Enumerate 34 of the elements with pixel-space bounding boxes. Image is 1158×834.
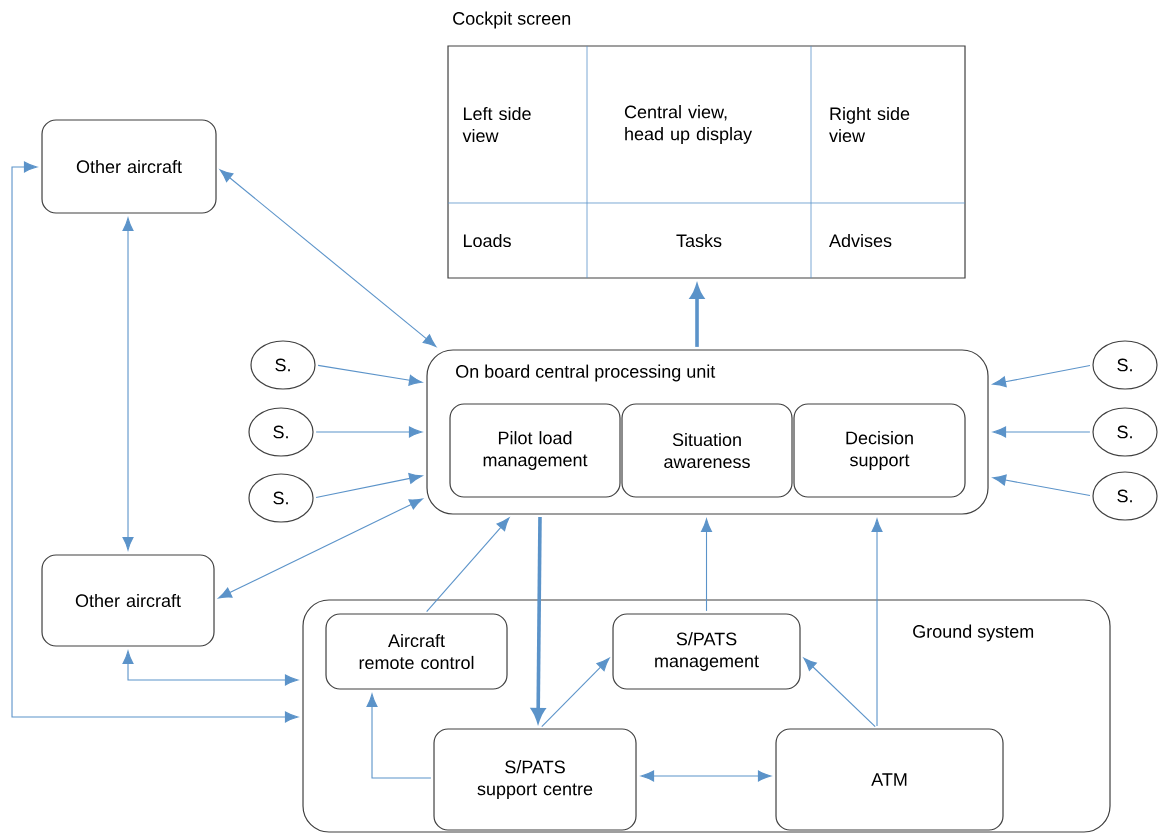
arrow [366, 693, 432, 779]
arrow [122, 650, 299, 686]
arrow [11, 161, 299, 723]
arrow [219, 169, 437, 347]
arrow [315, 472, 423, 499]
component-box: S/PATS support centre [433, 728, 637, 831]
module-box: Pilot load management [449, 403, 621, 498]
screen-cell: Loads [464, 233, 511, 248]
arrow [218, 498, 423, 599]
module-box: Decision support [793, 403, 966, 498]
component-box: Aircraft remote control [325, 613, 508, 690]
arrow [992, 426, 1091, 438]
component-box: ATM [775, 728, 1004, 831]
node-label: Cockpit screen [453, 11, 571, 29]
arrow [426, 517, 510, 613]
screen-cell: Left side view [462, 106, 531, 143]
aircraft-box: Other aircraft [41, 554, 215, 647]
arrow [317, 364, 423, 386]
arrow [122, 217, 134, 551]
arrow [992, 364, 1091, 388]
module-box: Situation awareness [621, 403, 793, 498]
arrow [640, 770, 772, 782]
screen-cell: Right side view [829, 106, 910, 143]
component-box: S/PATS management [612, 613, 801, 690]
arrow [992, 474, 1091, 497]
aircraft-box: Other aircraft [41, 119, 217, 214]
arrow [541, 657, 610, 728]
screen-cell: Tasks [676, 233, 722, 248]
screen-cell: Central view, head up display [624, 105, 753, 144]
screen-cell: Advises [829, 233, 892, 248]
arrow [315, 426, 423, 438]
arrow [700, 518, 713, 612]
arrow [803, 657, 876, 728]
arrow [871, 518, 883, 727]
